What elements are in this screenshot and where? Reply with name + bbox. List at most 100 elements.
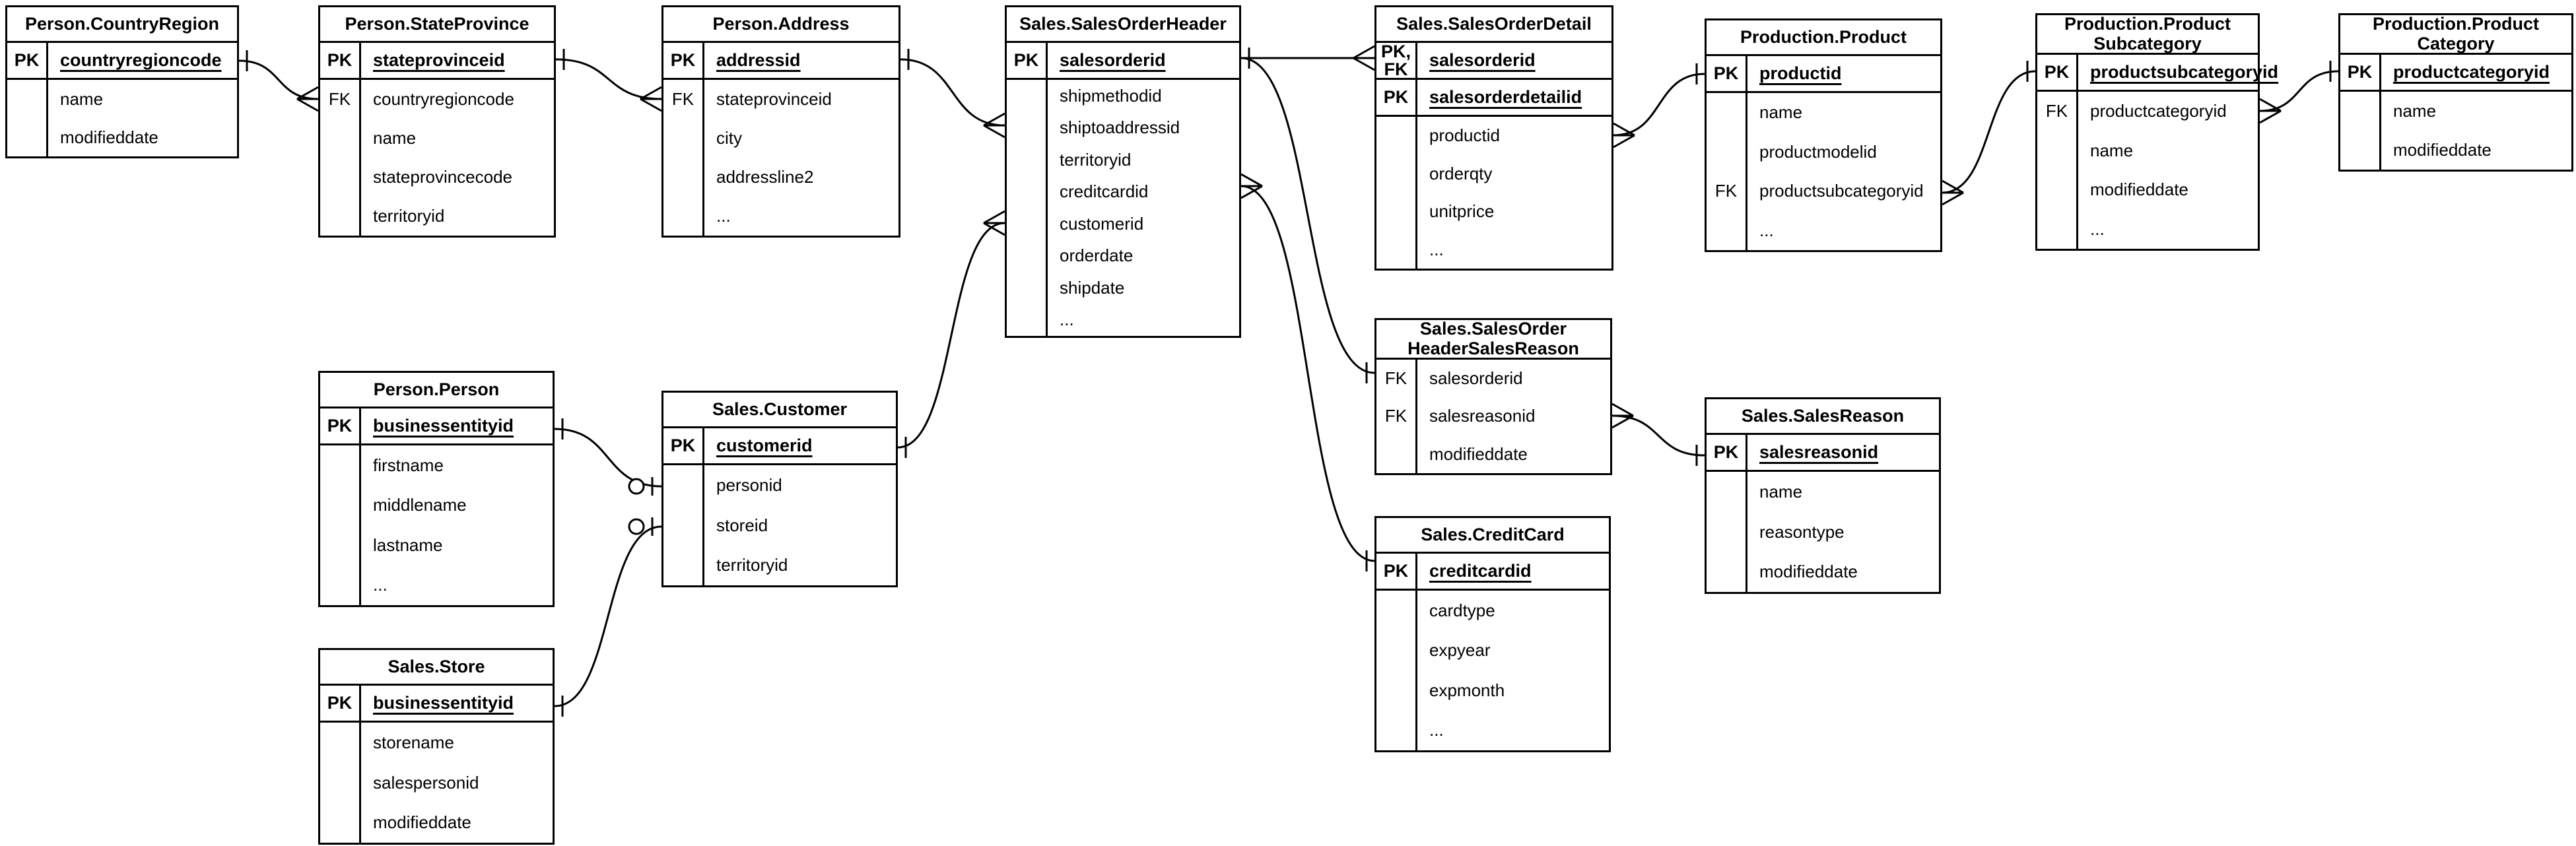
connector-customer-salesorderheader xyxy=(897,210,1005,458)
key-row: PK businessentityid xyxy=(320,408,553,445)
attribute-name: storeid xyxy=(716,515,768,535)
attr-row: shiptoaddressid xyxy=(1007,112,1239,144)
fk-label xyxy=(320,565,361,605)
attr-row: modifieddate xyxy=(320,802,553,843)
key-attribute-name: businessentityid xyxy=(373,693,514,713)
connector-productcategory-productsubcategory xyxy=(2259,61,2339,124)
attr-row: name xyxy=(1707,472,1939,512)
entity-title-line: Sales.SalesOrder xyxy=(1419,319,1567,339)
key-attribute-name: stateprovinceid xyxy=(373,50,505,70)
fk-label xyxy=(2037,209,2078,249)
attr-row: modifieddate xyxy=(2037,170,2258,210)
key-attribute-name: salesorderdetailid xyxy=(1429,87,1582,107)
attr-row: ... xyxy=(1376,230,1611,269)
key-label: PK xyxy=(320,408,361,443)
attr-row: ... xyxy=(2037,209,2258,249)
fk-label xyxy=(1376,193,1417,231)
attribute-name: name xyxy=(1759,481,1803,502)
attribute-name: addressline2 xyxy=(716,167,814,187)
key-label: PK xyxy=(663,43,704,78)
entity-title-line: Person.Address xyxy=(712,13,850,34)
attr-row: modifieddate xyxy=(1376,435,1610,473)
fk-label xyxy=(663,545,704,586)
key-attribute-name: businessentityid xyxy=(373,416,514,436)
fk-label xyxy=(1376,710,1417,750)
attr-row: name xyxy=(2340,92,2571,131)
attribute-name: personid xyxy=(716,474,782,495)
fk-label xyxy=(1007,144,1048,176)
attribute-name: productcategoryid xyxy=(2090,101,2227,121)
connector-salesorderheader-headersalesreason xyxy=(1240,57,1375,383)
key-label: PK xyxy=(320,686,361,721)
entity-title-line: Subcategory xyxy=(2093,33,2202,53)
attribute-name: middlename xyxy=(373,495,467,515)
attr-row: ... xyxy=(1007,304,1239,336)
attribute-name: modifieddate xyxy=(1759,562,1858,582)
fk-label xyxy=(320,525,361,566)
attr-row: ... xyxy=(663,197,898,236)
attr-row: FK stateprovinceid xyxy=(663,80,898,119)
key-attribute-name: creditcardid xyxy=(1429,561,1532,581)
key-attribute-name: salesreasonid xyxy=(1759,442,1879,462)
attr-row: cardtype xyxy=(1376,591,1609,631)
entity-title-line: Category xyxy=(2417,33,2495,53)
attribute-name: name xyxy=(2090,140,2134,160)
fk-label xyxy=(663,119,704,158)
entity-title-line: Production.Product xyxy=(1740,26,1907,47)
attributes-section: FK productcategoryid name modifieddate... xyxy=(2037,92,2258,249)
attr-row: territoryid xyxy=(663,545,896,586)
key-label: PK xyxy=(1376,80,1417,115)
attribute-name: stateprovinceid xyxy=(716,89,832,109)
attribute-name: cardtype xyxy=(1429,600,1495,620)
fk-label: FK xyxy=(663,80,704,119)
attr-row: lastname xyxy=(320,525,553,566)
entity-title-line: Person.StateProvince xyxy=(345,13,529,34)
attr-row: customerid xyxy=(1007,208,1239,240)
fk-label: FK xyxy=(1707,172,1747,211)
key-attribute-name: countryregioncode xyxy=(60,50,222,70)
entity-title-line: Person.Person xyxy=(373,379,500,399)
entity-title: Production.Product xyxy=(1707,20,1940,56)
fk-label: FK xyxy=(2037,92,2078,131)
fk-label xyxy=(1376,591,1417,631)
attr-row: ... xyxy=(1376,710,1609,750)
fk-label xyxy=(1376,230,1417,269)
attribute-name: lastname xyxy=(373,535,443,555)
entity-title: Sales.SalesOrderDetail xyxy=(1376,7,1611,43)
entity-title: Person.CountryRegion xyxy=(7,7,237,43)
fk-label xyxy=(7,80,48,118)
attribute-name: ... xyxy=(1429,720,1444,740)
fk-label xyxy=(2037,131,2078,170)
connector-person-customer xyxy=(554,418,662,496)
entity-title-line: Production.Product xyxy=(2064,14,2231,34)
key-label: PK xyxy=(7,43,48,78)
fk-label xyxy=(320,762,361,803)
attribute-name: productmodelid xyxy=(1759,141,1877,162)
